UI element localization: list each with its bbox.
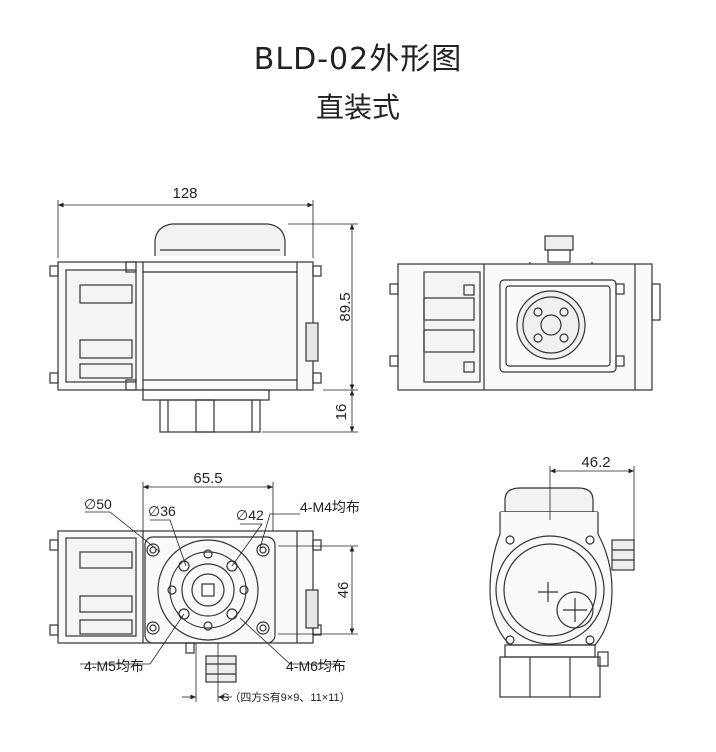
label-d50: ∅50 xyxy=(84,496,112,512)
label-m6: 4-M6均布 xyxy=(286,658,346,674)
dim-bottom-height: 46 xyxy=(335,582,352,599)
dim-bottom-width: 65.5 xyxy=(193,470,222,487)
dim-side-width: 46.2 xyxy=(581,454,610,471)
label-d42: ∅42 xyxy=(236,507,264,523)
dim-height-side: 89.5 xyxy=(337,292,354,321)
side-view xyxy=(489,487,635,698)
front-view xyxy=(49,223,322,433)
label-square: S（四方S有9×9、11×11） xyxy=(222,690,351,704)
drawing-subtitle: 直装式 xyxy=(315,91,400,124)
dim-width-top: 128 xyxy=(172,185,197,202)
top-right-view xyxy=(389,235,661,391)
label-m4: 4-M4均布 xyxy=(300,499,360,515)
label-d36: ∅36 xyxy=(148,503,176,519)
bottom-view xyxy=(49,530,322,683)
dim-base-height: 16 xyxy=(333,404,350,421)
label-m5: 4-M5均布 xyxy=(84,658,144,674)
drawing-title: BLD-02外形图 xyxy=(253,42,463,77)
